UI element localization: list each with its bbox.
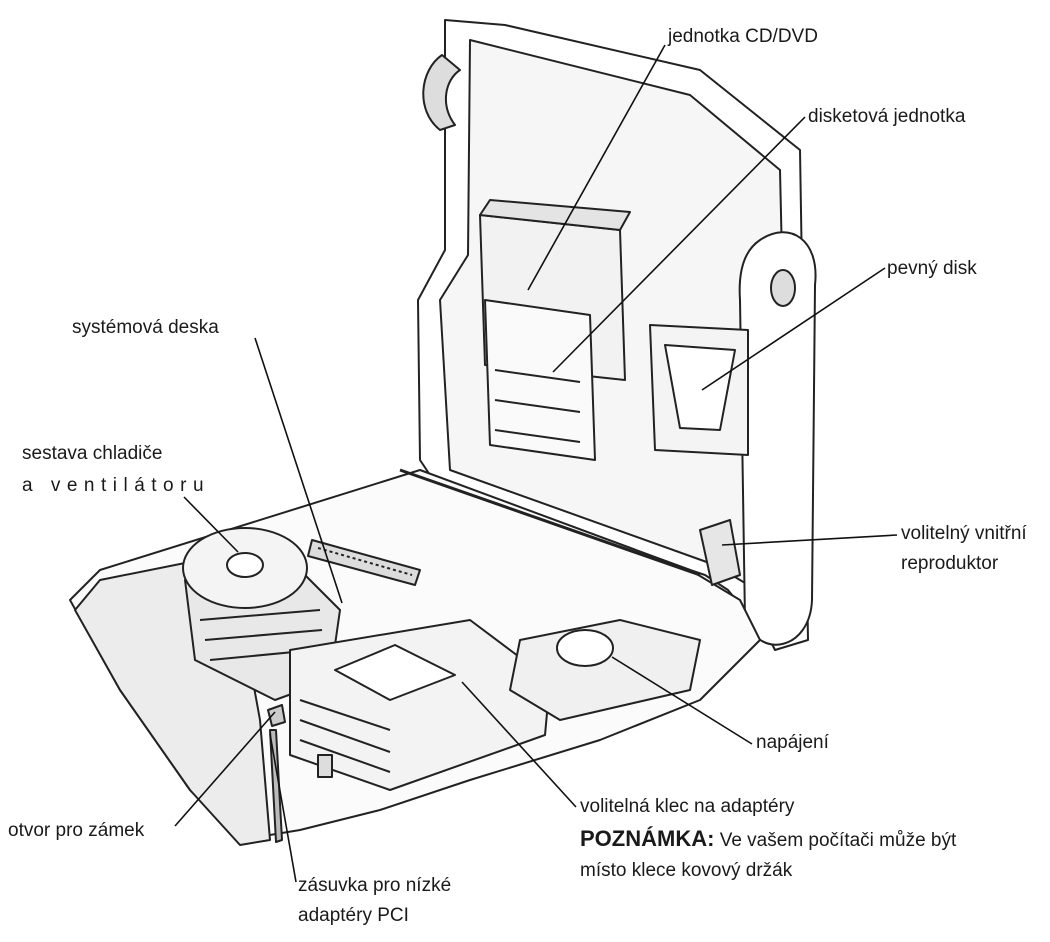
- lock-tab: [267, 704, 286, 727]
- label-heatsink-line2: a ventilátoru: [22, 475, 211, 496]
- cover-handle: [738, 231, 817, 646]
- power-supply-fan: [556, 629, 614, 667]
- leader-power: [611, 656, 753, 745]
- cover-hinge-loop: [422, 54, 461, 131]
- label-speaker-line1: volitelný vnitřní: [901, 523, 1027, 544]
- speaker: [699, 519, 741, 586]
- label-floppy-drive: disketová jednotka: [808, 106, 966, 127]
- leader-hdd: [701, 267, 886, 391]
- floppy-drive: [484, 299, 596, 461]
- pci-slot: [269, 729, 283, 843]
- label-power-supply: napájení: [756, 732, 829, 753]
- handle-latch: [770, 269, 796, 307]
- chassis-back-rim: [399, 468, 701, 577]
- floppy-drive-slots: [494, 369, 581, 443]
- leader-lock: [174, 711, 276, 827]
- label-lock-slot: otvor pro zámek: [8, 820, 145, 841]
- label-adapter-cage: volitelná klec na adaptéry: [580, 796, 795, 817]
- leader-floppy: [552, 116, 806, 373]
- label-cd-dvd-drive: jednotka CD/DVD: [668, 26, 818, 47]
- motherboard-connector: [307, 539, 421, 586]
- label-hard-drive: pevný disk: [887, 258, 977, 279]
- adapter-cage-top: [334, 644, 456, 701]
- note-text-line1: Ve vašem počítači může být: [714, 830, 957, 851]
- motherboard-connector-pins: [317, 547, 413, 576]
- leader-heatsink: [183, 496, 239, 553]
- label-pci-line2: adaptéry PCI: [298, 905, 409, 926]
- leader-pci: [269, 733, 297, 883]
- cd-dvd-drive-front: [479, 199, 631, 231]
- leader-lines: [174, 44, 898, 883]
- hard-drive-bracket: [664, 344, 736, 431]
- fan-hub: [226, 552, 264, 578]
- label-motherboard: systémová deska: [72, 317, 219, 338]
- adapter-cage-slots: [299, 699, 391, 773]
- port-connector: [317, 754, 333, 778]
- note-title: POZNÁMKA:: [580, 826, 715, 851]
- label-heatsink-line1: sestava chladiče: [22, 443, 163, 464]
- note-line1: POZNÁMKA: Ve vašem počítači může být: [580, 826, 956, 854]
- note-line2: místo klece kovový držák: [580, 860, 793, 881]
- leader-cd-dvd: [527, 44, 666, 291]
- label-pci-line1: zásuvka pro nízké: [298, 875, 452, 896]
- leader-adapter-cage: [461, 681, 577, 808]
- leader-speaker: [721, 534, 898, 546]
- leader-motherboard: [254, 337, 343, 604]
- label-speaker-line2: reproduktor: [901, 553, 999, 574]
